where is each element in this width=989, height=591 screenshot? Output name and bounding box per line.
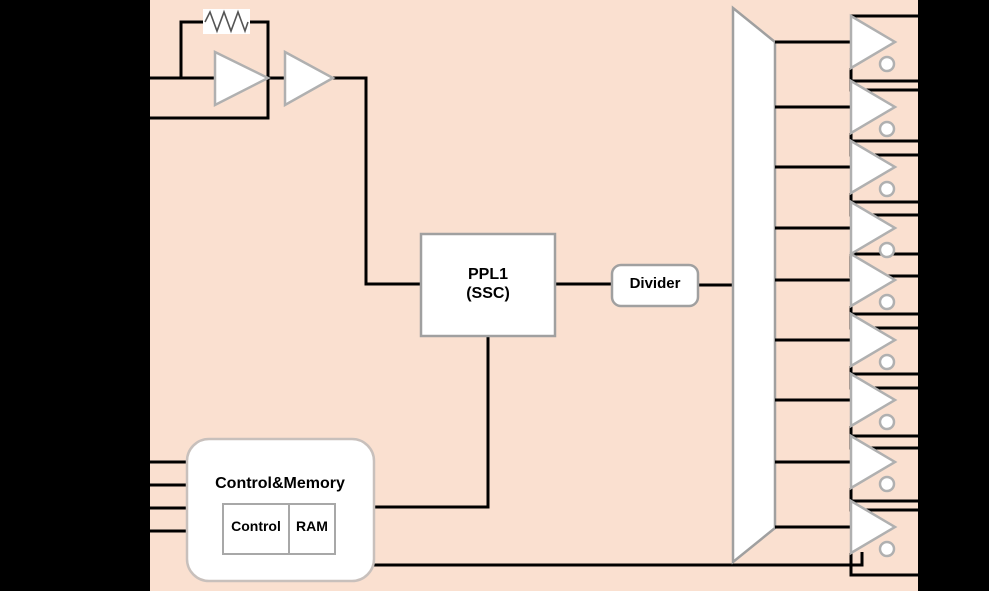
osc-to-pll-line: [327, 76, 421, 286]
oscillator-section: [150, 20, 421, 286]
output-buffer-7[interactable]: [849, 372, 897, 431]
pll-block[interactable]: [419, 232, 557, 338]
oscillator-buffer-icon: [283, 49, 336, 108]
control-to-pll-line: [374, 336, 490, 509]
feedback-left-leg: [179, 20, 205, 78]
fanout-distribution-block[interactable]: [731, 5, 777, 565]
xout-input-line: [150, 78, 270, 120]
output-buffer-3[interactable]: [849, 139, 897, 198]
feedback-right-leg: [248, 20, 270, 78]
feedback-resistor-icon: [203, 9, 250, 34]
oscillator-inverter-icon: [213, 49, 271, 108]
output-buffer-4[interactable]: [849, 200, 897, 259]
output-buffer-5[interactable]: [849, 252, 897, 311]
clock-path-lines: [374, 282, 864, 567]
ram-subblock[interactable]: [288, 503, 336, 555]
output-buffer-8[interactable]: [849, 434, 897, 493]
output-buffer-1[interactable]: [849, 14, 897, 73]
divider-block[interactable]: [610, 263, 700, 308]
output-buffer-group: [775, 14, 918, 577]
control-bottom-feedback-line: [374, 552, 864, 567]
control-subblock[interactable]: [222, 503, 290, 555]
output-buffer-6[interactable]: [849, 312, 897, 371]
output-buffers[interactable]: [849, 14, 897, 558]
